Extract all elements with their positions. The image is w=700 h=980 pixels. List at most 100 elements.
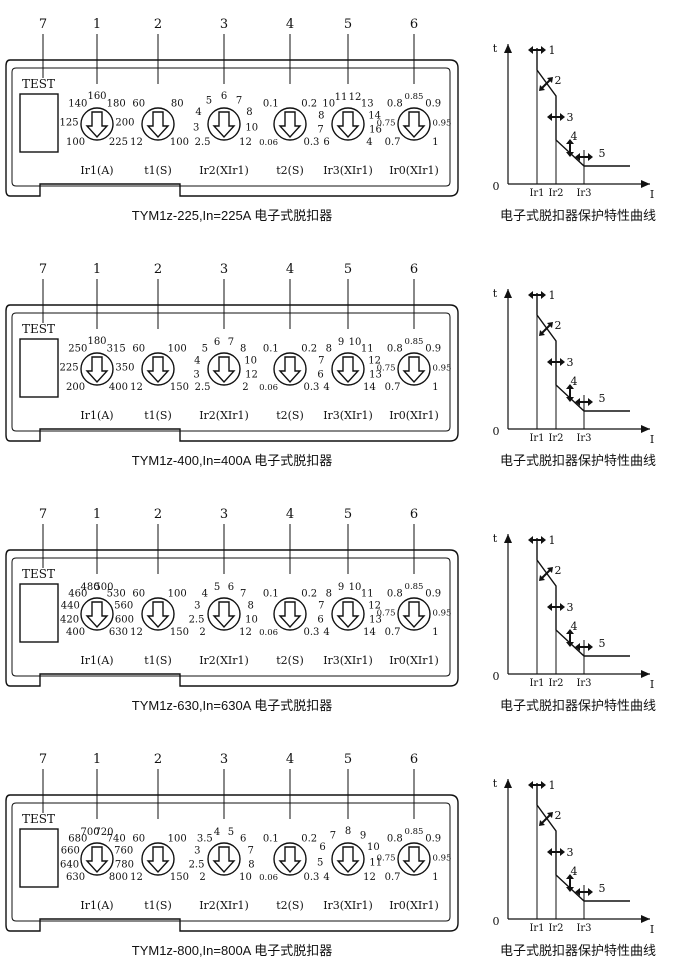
- dial-6-tick: 0.75: [377, 363, 396, 373]
- segment-arrow-2-icon: [539, 77, 553, 91]
- callout-6: 6: [410, 507, 418, 522]
- dial-4-tick: 0.2: [301, 834, 317, 845]
- dial-1-label: Ir1(A): [80, 164, 113, 177]
- i-axis-label: I: [650, 923, 654, 936]
- dial-3-tick: 5: [202, 344, 208, 355]
- dial-1-tick: 780: [115, 859, 134, 870]
- callout-4: 4: [286, 262, 294, 277]
- dial-1-tick: 200: [115, 117, 134, 128]
- dial-5-tick: 5: [317, 858, 323, 869]
- dial-3-tick: 3: [194, 845, 200, 856]
- callout-5: 5: [344, 507, 352, 522]
- dial-1-arrow-icon: [85, 846, 109, 874]
- dial-2-arrow-icon: [146, 846, 170, 874]
- callout-2: 2: [154, 262, 162, 277]
- segment-label-3: 3: [567, 846, 574, 859]
- panel-outline: [5, 304, 459, 442]
- dial-6-tick: 0.7: [385, 382, 401, 393]
- dial-3-tick: 8: [240, 344, 246, 355]
- x-tick-3: Ir3: [576, 188, 591, 199]
- dial-5-arrow-icon: [336, 601, 360, 629]
- segment-arrow-3-icon: [547, 113, 565, 121]
- dial-6-tick: 0.85: [405, 827, 424, 837]
- dial-3-tick: 7: [247, 845, 253, 856]
- dial-6-tick: 1: [432, 382, 438, 393]
- dial-4-tick: 0.3: [303, 627, 319, 638]
- x-tick-1: Ir1: [529, 433, 544, 444]
- panel-outline: [5, 59, 459, 197]
- dial-3-tick: 10: [244, 355, 257, 366]
- dial-2-arrow-icon: [146, 356, 170, 384]
- dial-5-tick: 13: [369, 614, 382, 625]
- segment-arrow-1-icon: [528, 536, 546, 544]
- dial-4-tick: 0.1: [263, 344, 279, 355]
- dial-1-tick: 180: [107, 99, 126, 110]
- dial-3-tick: 2: [242, 382, 248, 393]
- dial-1-tick: 125: [60, 117, 79, 128]
- dial-6-tick: 0.8: [387, 834, 403, 845]
- dial-2-tick: 12: [130, 872, 143, 883]
- test-label: TEST: [22, 322, 55, 336]
- i-axis-label: I: [650, 678, 654, 691]
- dial-5-label: Ir3(XIr1): [323, 409, 373, 422]
- dial-5-tick: 10: [349, 582, 362, 593]
- callout-5: 5: [344, 17, 352, 32]
- dial-2-tick: 100: [168, 589, 187, 600]
- dial-1-tick: 720: [94, 827, 113, 838]
- dial-1-tick: 640: [60, 859, 79, 870]
- segment-arrow-5-icon: [575, 643, 593, 651]
- x-tick-1: Ir1: [529, 188, 544, 199]
- callout-3: 3: [220, 507, 228, 522]
- dial-1-tick: 600: [115, 614, 134, 625]
- dial-5-tick: 10: [322, 99, 335, 110]
- segment-label-5: 5: [599, 882, 606, 895]
- segment-label-5: 5: [599, 147, 606, 160]
- segment-label-3: 3: [567, 111, 574, 124]
- dial-6-label: Ir0(XIr1): [389, 409, 439, 422]
- dial-2-tick: 100: [168, 344, 187, 355]
- x-tick-2: Ir2: [548, 188, 563, 199]
- dial-6-tick: 0.85: [405, 582, 424, 592]
- dial-3-tick: 2: [199, 872, 205, 883]
- dial-1-tick: 560: [114, 600, 133, 611]
- dial-2-arrow-icon: [146, 601, 170, 629]
- dial-5-tick: 6: [317, 614, 323, 625]
- dial-1-tick: 250: [68, 344, 87, 355]
- dial-5-tick: 12: [368, 355, 381, 366]
- dial-4-label: t2(S): [276, 409, 304, 422]
- dial-5-tick: 10: [367, 842, 380, 853]
- dial-3-arrow-icon: [212, 601, 236, 629]
- callout-7: 7: [39, 17, 47, 32]
- dial-5-tick: 4: [323, 872, 329, 883]
- dial-5-tick: 14: [363, 627, 376, 638]
- dial-5-tick: 7: [318, 355, 324, 366]
- dial-6-tick: 0.7: [385, 137, 401, 148]
- origin-label: 0: [493, 425, 500, 438]
- dial-6-tick: 0.75: [377, 608, 396, 618]
- dial-5-tick: 12: [349, 92, 362, 103]
- model-caption: TYM1z-800,In=800A 电子式脱扣器: [132, 943, 333, 958]
- dial-5-tick: 8: [326, 344, 332, 355]
- dial-2-tick: 12: [130, 382, 143, 393]
- dial-6-tick: 0.85: [405, 337, 424, 347]
- dial-6-tick: 0.8: [387, 589, 403, 600]
- callout-6: 6: [410, 17, 418, 32]
- i-axis-arrow-icon: [641, 425, 650, 433]
- segment-arrow-1-icon: [528, 46, 546, 54]
- dial-1-tick: 400: [109, 382, 128, 393]
- callout-6: 6: [410, 752, 418, 767]
- dial-3-tick: 8: [247, 600, 253, 611]
- dial-5-label: Ir3(XIr1): [323, 164, 373, 177]
- curve-caption: 电子式脱扣器保护特性曲线: [500, 943, 656, 958]
- curve-caption: 电子式脱扣器保护特性曲线: [500, 208, 656, 223]
